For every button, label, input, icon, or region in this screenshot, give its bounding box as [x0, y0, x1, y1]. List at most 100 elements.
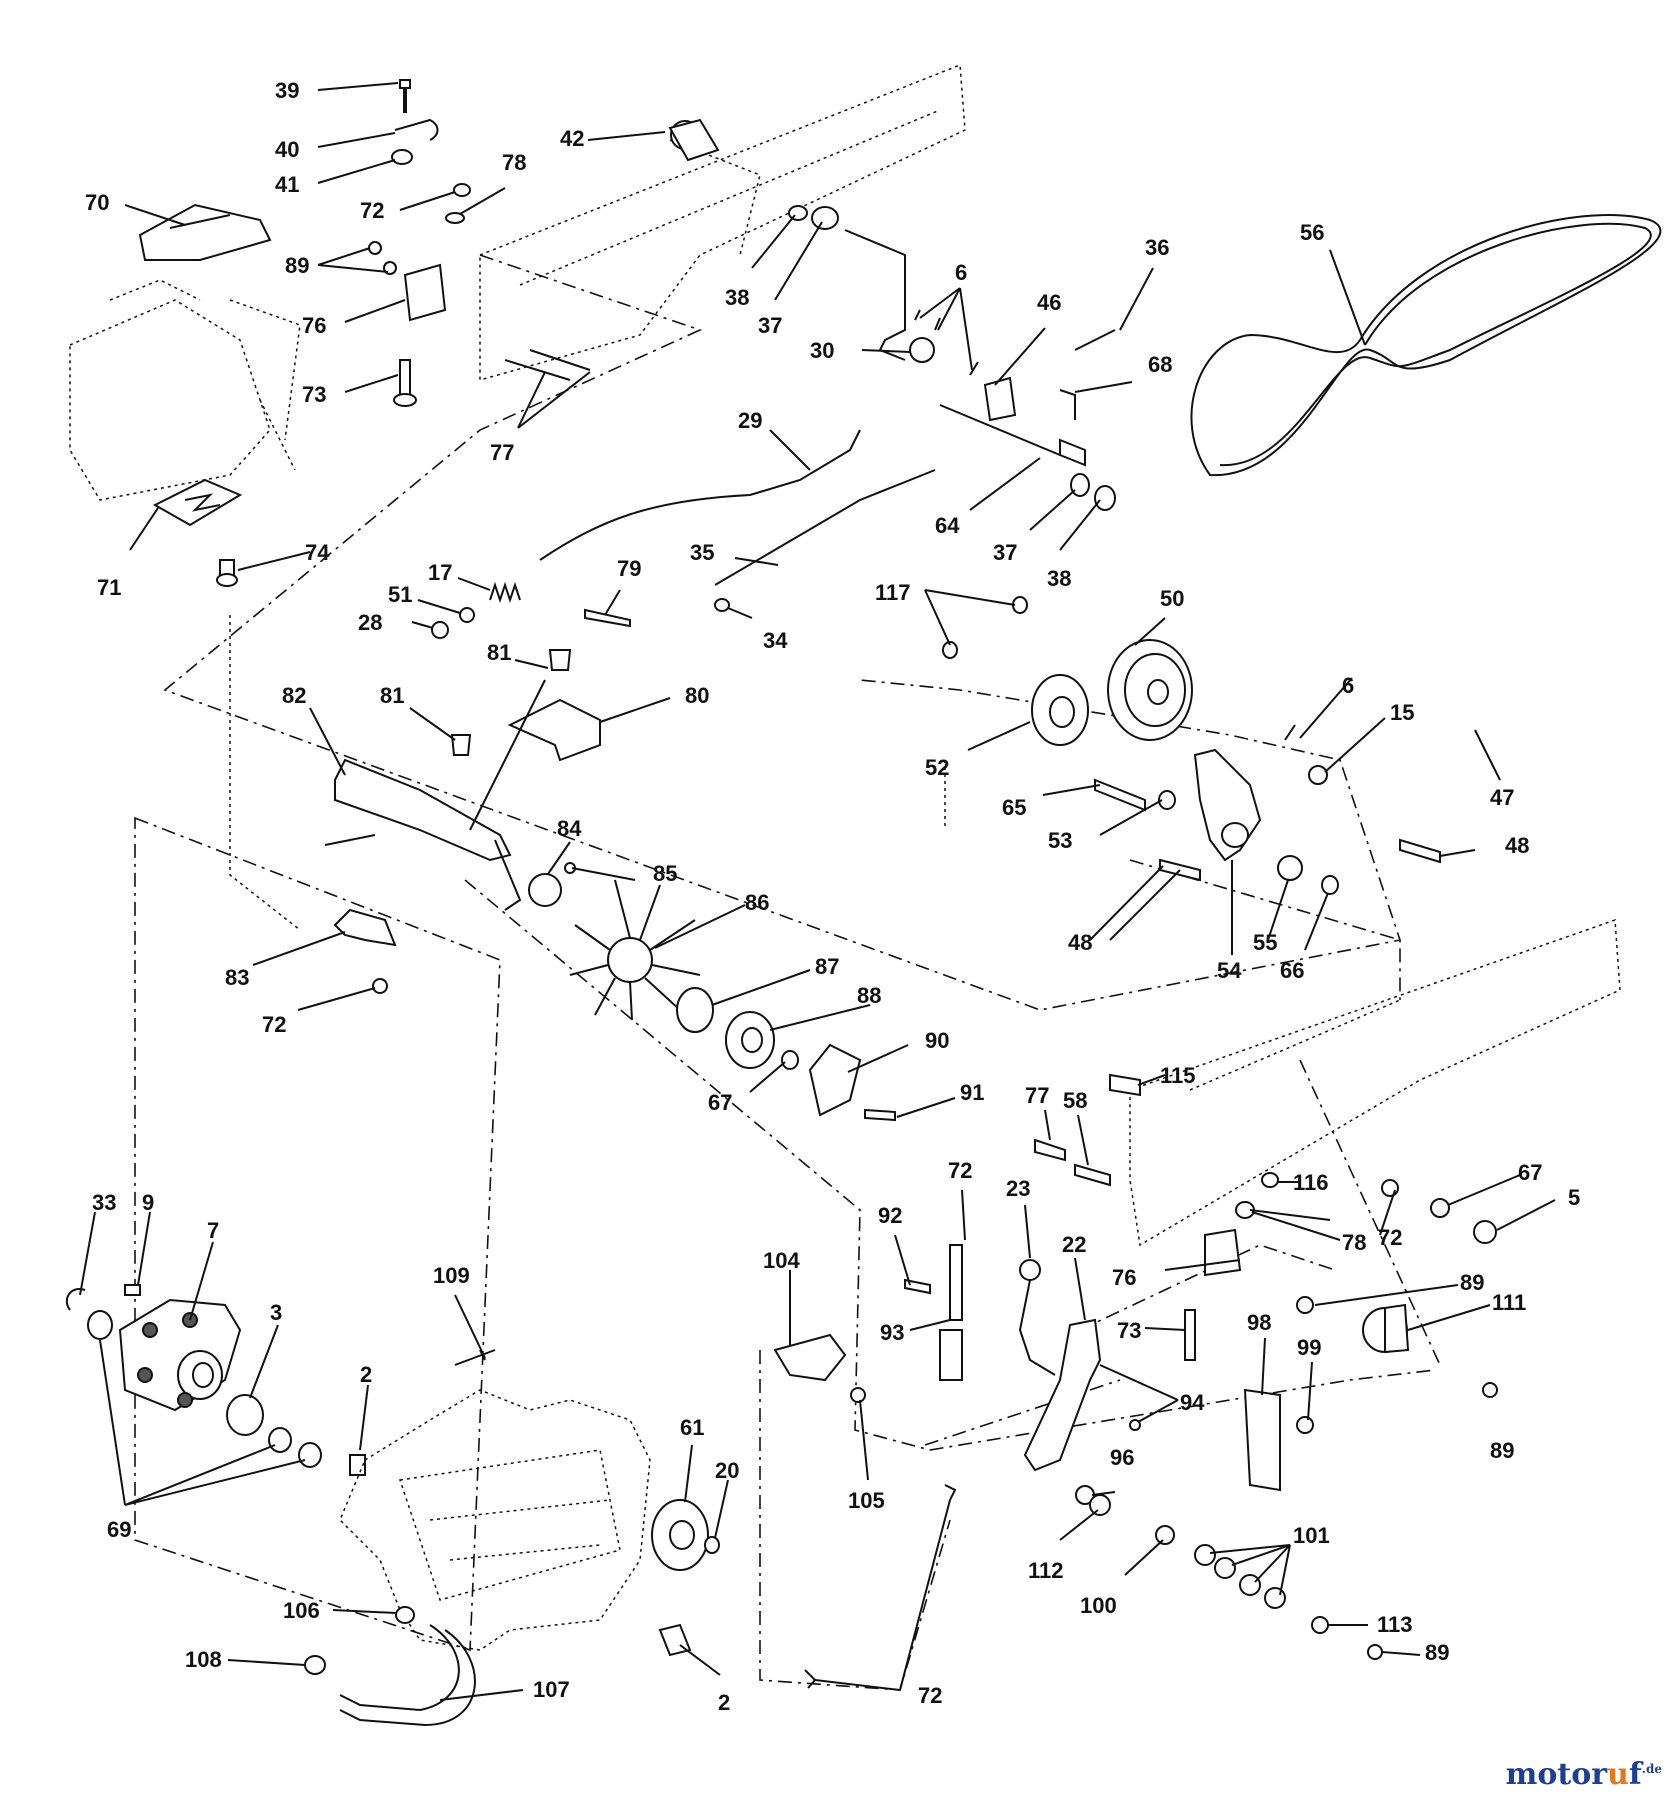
part-label: 3: [270, 1300, 282, 1325]
part-label: 76: [1112, 1265, 1136, 1290]
part-label: 81: [487, 640, 511, 665]
part-label: 96: [1110, 1445, 1134, 1470]
part-label: 107: [533, 1677, 570, 1702]
part-label: 88: [857, 983, 881, 1008]
part-label: 2: [718, 1690, 730, 1715]
part-label: 6: [1342, 673, 1354, 698]
part-label: 67: [1518, 1160, 1542, 1185]
part-label: 55: [1253, 930, 1277, 955]
part-label: 29: [738, 408, 762, 433]
part-label: 28: [358, 610, 382, 635]
part-label: 38: [1047, 566, 1071, 591]
part-label: 112: [1028, 1558, 1064, 1583]
part-label: 34: [763, 628, 788, 653]
part-label: 82: [282, 683, 306, 708]
upper-left-hardware: [138, 79, 730, 639]
part-label: 117: [875, 580, 911, 605]
part-label: 37: [758, 313, 782, 338]
part-label: 115: [1160, 1063, 1196, 1088]
part-label: 35: [690, 540, 714, 565]
part-label: 72: [948, 1158, 972, 1183]
part-label: 72: [262, 1012, 286, 1037]
part-label: 69: [107, 1517, 131, 1542]
part-label: 80: [685, 683, 709, 708]
part-label: 5: [1568, 1185, 1580, 1210]
watermark-suffix: .de: [1641, 1762, 1662, 1776]
part-label: 77: [1025, 1083, 1049, 1108]
part-label: 33: [92, 1190, 116, 1215]
part-label: 22: [1062, 1232, 1086, 1257]
part-label: 87: [815, 954, 839, 979]
part-label: 51: [388, 582, 412, 607]
part-label: 36: [1145, 235, 1169, 260]
part-label: 67: [708, 1090, 732, 1115]
part-label: 76: [302, 313, 326, 338]
part-label: 23: [1006, 1176, 1030, 1201]
middle-linkage: [333, 649, 896, 1122]
assembly-outlines: [134, 254, 1441, 1691]
part-label: 9: [142, 1190, 154, 1215]
part-label: 64: [935, 513, 960, 538]
part-label: 101: [1293, 1523, 1330, 1548]
part-label: 15: [1390, 700, 1414, 725]
part-label: 86: [745, 890, 769, 915]
watermark-brand: motor: [1505, 1757, 1608, 1792]
part-label: 72: [360, 198, 384, 223]
part-label: 89: [1490, 1438, 1514, 1463]
part-label: 50: [1160, 586, 1184, 611]
part-label: 111: [1492, 1290, 1526, 1315]
part-label: 71: [97, 575, 121, 600]
watermark-brand-end: f: [1628, 1757, 1642, 1792]
part-label: 89: [1460, 1270, 1484, 1295]
part-label: 91: [960, 1080, 984, 1105]
part-label: 78: [1342, 1230, 1366, 1255]
part-label: 73: [302, 382, 326, 407]
part-label: 46: [1037, 290, 1061, 315]
part-label: 2: [360, 1362, 372, 1387]
part-label: 99: [1297, 1335, 1321, 1360]
part-label: 52: [925, 755, 949, 780]
frame-hood: [69, 279, 301, 501]
part-label: 48: [1505, 833, 1529, 858]
part-label: 68: [1148, 352, 1172, 377]
watermark-logo: motoruf.de: [1506, 1757, 1662, 1792]
part-label: 17: [428, 560, 452, 585]
part-label: 83: [225, 965, 249, 990]
drive-belt: [1190, 214, 1662, 477]
part-label: 66: [1280, 958, 1304, 983]
transaxle: [65, 1284, 720, 1727]
part-label: 65: [1002, 795, 1026, 820]
part-label: 20: [715, 1458, 739, 1483]
part-label: 70: [85, 190, 109, 215]
part-label: 100: [1080, 1593, 1117, 1618]
idler-pulleys: [942, 596, 1441, 895]
watermark-brand-accent: u: [1607, 1757, 1629, 1792]
part-label: 6: [955, 260, 967, 285]
rods-and-shafts: [539, 229, 1086, 586]
part-label: 81: [380, 683, 404, 708]
part-label: 93: [880, 1320, 904, 1345]
part-label: 30: [810, 338, 834, 363]
part-label: 104: [763, 1248, 800, 1273]
part-label: 84: [557, 816, 582, 841]
part-label: 85: [653, 861, 677, 886]
part-label: 89: [285, 253, 309, 278]
part-label: 109: [433, 1263, 470, 1288]
part-label: 98: [1247, 1310, 1271, 1335]
part-label: 47: [1490, 785, 1514, 810]
part-label: 72: [918, 1683, 942, 1708]
part-labels: 39 40 41 42 70 72 78 89 76 73 77 71 74 3…: [85, 78, 1580, 1715]
part-label: 40: [275, 137, 299, 162]
part-label: 92: [878, 1203, 902, 1228]
part-label: 105: [848, 1488, 885, 1513]
part-label: 41: [275, 172, 299, 197]
part-label: 53: [1048, 828, 1072, 853]
part-label: 48: [1068, 930, 1092, 955]
part-label: 94: [1180, 1390, 1205, 1415]
part-label: 42: [560, 126, 584, 151]
part-label: 79: [617, 556, 641, 581]
upper-frame-rail: [479, 63, 966, 381]
upper-right-hardware: [788, 205, 1116, 511]
part-label: 90: [925, 1028, 949, 1053]
